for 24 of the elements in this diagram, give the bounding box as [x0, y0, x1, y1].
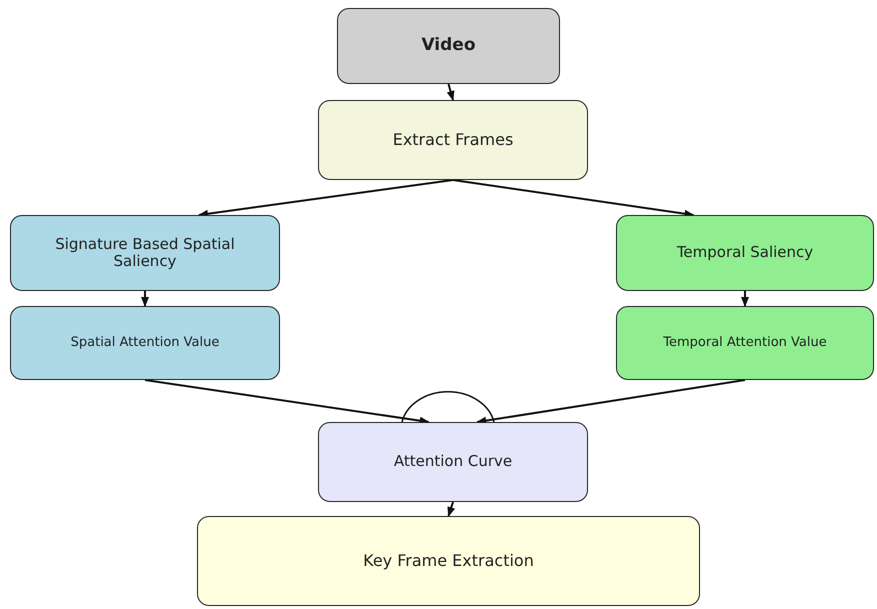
arrow — [452, 179, 694, 218]
arrow — [446, 84, 454, 101]
box-label: Temporal Saliency — [676, 244, 814, 262]
process-box — [616, 215, 874, 291]
process-box — [616, 306, 874, 380]
arrow — [198, 179, 454, 218]
arrow — [741, 291, 749, 307]
arrow — [476, 379, 746, 425]
process-box — [318, 100, 588, 180]
box-label: Temporal Attention Value — [663, 336, 827, 350]
process-box — [197, 516, 700, 606]
process-box — [318, 422, 588, 502]
box-label: Video — [421, 36, 476, 56]
process-box — [10, 215, 280, 291]
box-label: Signature Based Spatial Saliency — [54, 236, 236, 270]
box-label: Key Frame Extraction — [363, 552, 534, 570]
process-box — [337, 8, 560, 84]
box-label: Extract Frames — [392, 130, 514, 150]
arrow — [144, 379, 430, 425]
arrow — [141, 291, 149, 307]
arrow — [447, 502, 456, 517]
box-label: Attention Curve — [394, 453, 512, 471]
process-box — [10, 306, 280, 380]
box-label: Spatial Attention Value — [70, 336, 220, 350]
